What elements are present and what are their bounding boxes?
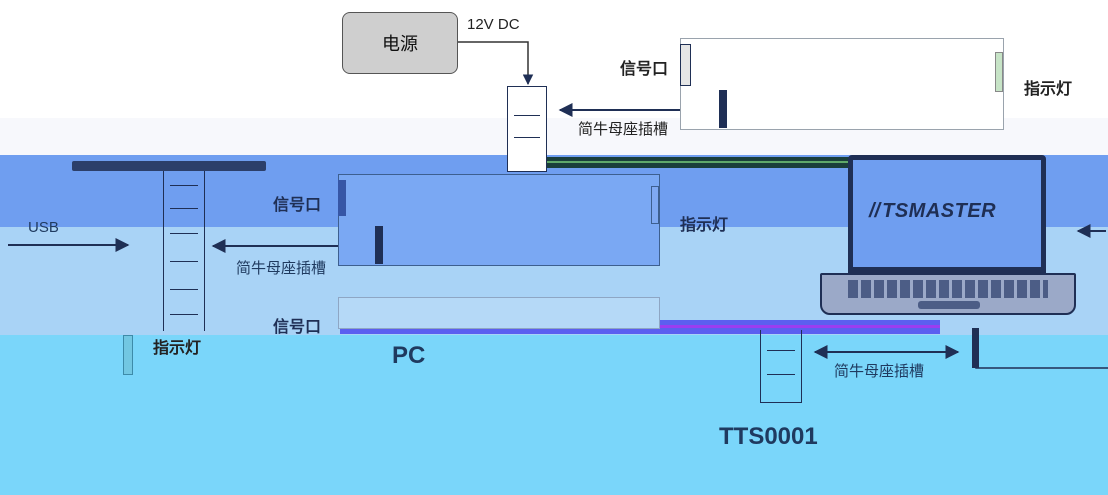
top-connector-label: 简牛母座插槽 [578, 121, 669, 138]
laptop-touchpad [918, 301, 980, 309]
tts-ladder [760, 330, 802, 403]
pc-top-bar [72, 161, 266, 171]
laptop-keyboard [848, 280, 1048, 298]
pc-label: PC [392, 342, 426, 369]
laptop: // TSMASTER [820, 155, 1076, 320]
top-device-box [680, 38, 1004, 130]
top-indicator-label: 指示灯 [1024, 81, 1073, 98]
mid-indicator-label: 指示灯 [680, 217, 729, 234]
lower-device-box [338, 297, 660, 329]
laptop-screen: // TSMASTER [848, 155, 1046, 273]
mid-signal-label: 信号口 [273, 197, 322, 214]
power-voltage-label: 12V DC [467, 16, 520, 33]
mid-device-box [338, 174, 660, 266]
power-line [458, 41, 534, 86]
top-header-connector [507, 86, 547, 172]
background-band-bottom [0, 335, 1108, 495]
mid-device-signal-port [338, 180, 346, 216]
mid-connector-label: 简牛母座插槽 [236, 260, 327, 277]
usb-label: USB [28, 219, 59, 236]
mid-device-header [375, 226, 383, 264]
pc-ladder [163, 171, 205, 331]
tts-connector-label: 简牛母座插槽 [834, 363, 925, 380]
power-label: 电源 [382, 34, 418, 54]
tsmaster-logo: // TSMASTER [869, 200, 996, 223]
mid-device-indicator [651, 186, 659, 224]
lower-signal-label: 信号口 [273, 319, 322, 336]
tts-label: TTS0001 [719, 423, 818, 450]
top-device-signal-port [680, 44, 691, 86]
top-device-indicator [995, 52, 1003, 92]
laptop-base [820, 273, 1076, 315]
logo-text: TSMASTER [882, 200, 997, 222]
pc-indicator-label: 指示灯 [153, 340, 202, 357]
top-device-header [719, 90, 727, 128]
pc-indicator [123, 335, 133, 375]
logo-mark-icon: // [869, 200, 881, 222]
power-supply-box: 电源 [342, 12, 458, 74]
top-signal-label: 信号口 [620, 61, 669, 78]
